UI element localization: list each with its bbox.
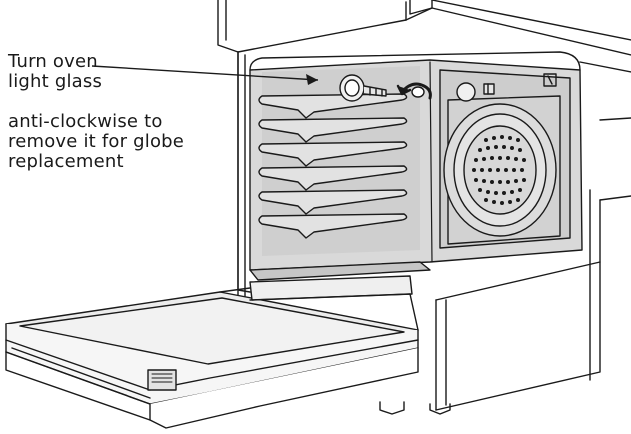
oven-light-icon <box>339 74 387 102</box>
callout-leader <box>91 65 319 85</box>
callout-text-line: light glass <box>8 71 103 92</box>
fan-vent-holes <box>472 135 526 205</box>
callout-text-line: Turn oven <box>8 51 98 72</box>
callout-text-line: remove it for globe <box>8 131 185 152</box>
anticlockwise-arrow-icon <box>396 82 495 102</box>
callout-text-line: replacement <box>8 151 124 172</box>
fan-cover-icon <box>443 95 561 245</box>
callout-text-line: anti-clockwise to <box>8 111 163 132</box>
shelf-runners <box>258 93 408 239</box>
oven-cabinet <box>217 0 631 415</box>
oven-door <box>5 275 419 429</box>
cavity-top-detail <box>543 73 557 87</box>
